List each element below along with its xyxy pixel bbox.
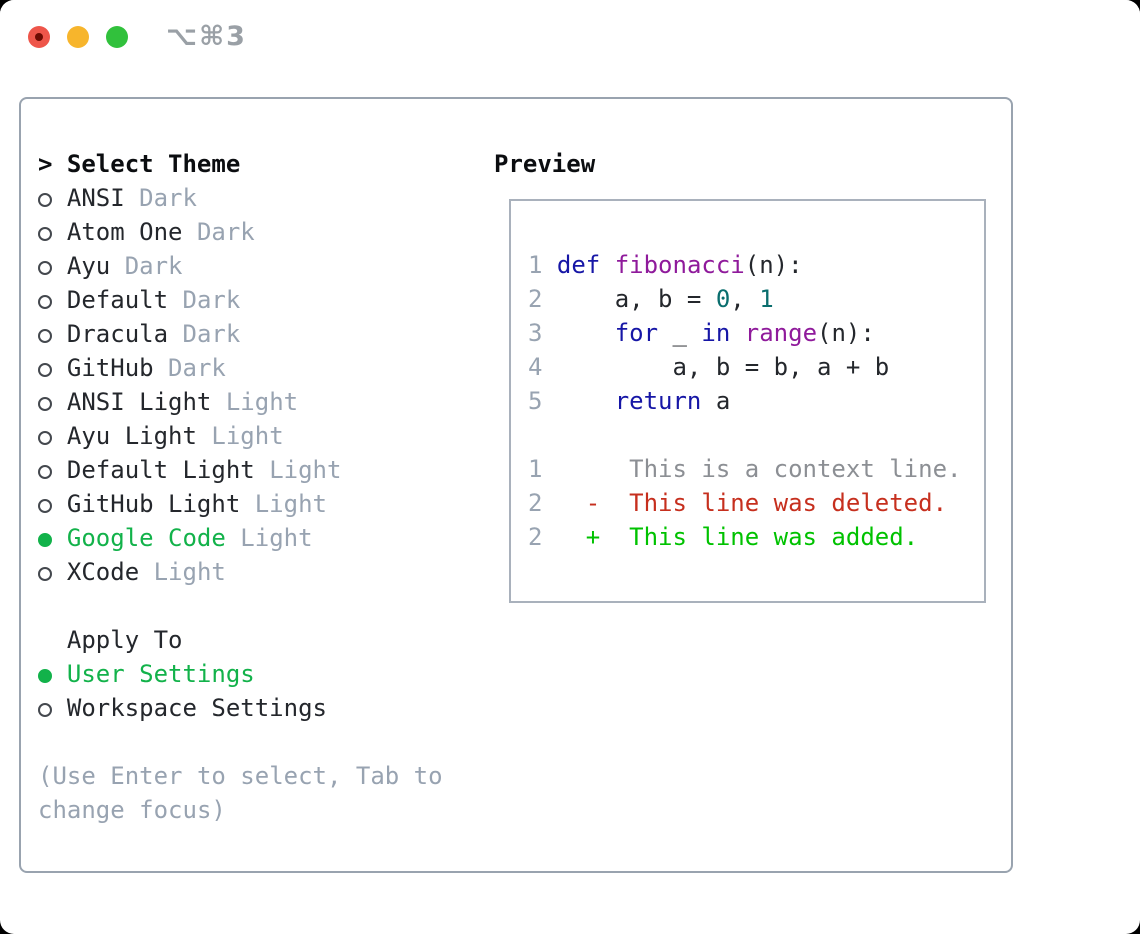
diff-line: 1 This is a context line. — [528, 452, 968, 486]
theme-name: ANSI Light — [66, 388, 212, 416]
radio-icon — [38, 385, 67, 419]
theme-item[interactable]: Dracula Dark — [38, 317, 494, 351]
code-line: 5 return a — [528, 384, 968, 418]
theme-item[interactable]: ANSI Dark — [38, 181, 494, 215]
theme-name: Default Light — [66, 456, 255, 484]
theme-variant: Dark — [182, 320, 241, 348]
theme-variant: Light — [269, 456, 342, 484]
theme-name: Ayu — [66, 252, 111, 280]
radio-icon — [38, 215, 67, 249]
theme-variant: Dark — [182, 286, 241, 314]
radio-icon — [38, 249, 67, 283]
help-text: (Use Enter to select, Tab to change focus… — [38, 759, 494, 827]
line-number: 5 — [528, 387, 543, 415]
diff-text: + This line was added. — [556, 523, 919, 551]
radio-icon — [38, 691, 67, 725]
theme-item[interactable]: Google Code Light — [38, 521, 494, 555]
radio-selected-icon — [38, 657, 67, 691]
theme-variant: Light — [225, 388, 299, 416]
apply-option[interactable]: Workspace Settings — [38, 691, 494, 725]
theme-item[interactable]: ANSI Light Light — [38, 385, 494, 419]
minimize-button[interactable] — [67, 26, 89, 48]
apply-option[interactable]: User Settings — [38, 657, 494, 691]
window-title: ⌥⌘3 — [166, 21, 247, 52]
line-number: 4 — [528, 353, 543, 381]
theme-name: Atom One — [66, 218, 183, 246]
code-line: 3 for _ in range(n): — [528, 316, 968, 350]
theme-variant: Light — [240, 524, 313, 552]
theme-item[interactable]: Ayu Dark — [38, 249, 494, 283]
theme-name: Default — [66, 286, 169, 314]
select-theme-label: Select Theme — [66, 150, 241, 178]
line-number: 2 — [528, 489, 543, 517]
theme-name: GitHub Light — [66, 490, 241, 518]
apply-to-header: Apply To — [38, 623, 494, 657]
help-line: (Use Enter to select, Tab to — [38, 762, 443, 790]
radio-icon — [38, 317, 67, 351]
apply-option-label: Workspace Settings — [66, 694, 327, 722]
titlebar: ⌥⌘3 — [0, 0, 1140, 97]
theme-name: ANSI — [66, 184, 125, 212]
close-dot-icon — [35, 33, 43, 41]
theme-variant: Light — [254, 490, 327, 518]
diff-line: 2 + This line was added. — [528, 520, 968, 554]
theme-name: Ayu Light — [66, 422, 197, 450]
radio-icon — [38, 487, 67, 521]
diff-preview: 1 This is a context line.2 - This line w… — [528, 452, 968, 554]
theme-item[interactable]: GitHub Dark — [38, 351, 494, 385]
apply-option-label: User Settings — [66, 660, 255, 688]
apply-to-label: Apply To — [66, 626, 183, 654]
radio-selected-icon — [38, 521, 67, 555]
theme-variant: Light — [211, 422, 284, 450]
line-number: 2 — [528, 523, 543, 551]
theme-item[interactable]: GitHub Light Light — [38, 487, 494, 521]
preview-header: Preview — [494, 150, 596, 178]
radio-icon — [38, 283, 67, 317]
theme-variant: Dark — [124, 252, 183, 280]
line-number: 2 — [528, 285, 543, 313]
theme-item[interactable]: Default Light Light — [38, 453, 494, 487]
radio-icon — [38, 419, 67, 453]
radio-icon — [38, 351, 67, 385]
theme-item[interactable]: Default Dark — [38, 283, 494, 317]
focus-caret-icon: > — [38, 150, 53, 178]
radio-icon — [38, 453, 67, 487]
close-button[interactable] — [28, 26, 50, 48]
theme-variant: Dark — [139, 184, 197, 212]
radio-icon — [38, 555, 67, 589]
theme-item[interactable]: Atom One Dark — [38, 215, 494, 249]
code-line: 4 a, b = b, a + b — [528, 350, 968, 384]
help-line: change focus) — [38, 796, 226, 824]
line-number: 1 — [528, 455, 543, 483]
line-number: 1 — [528, 251, 543, 279]
theme-name: GitHub — [66, 354, 154, 382]
zoom-button[interactable] — [106, 26, 128, 48]
theme-item[interactable]: Ayu Light Light — [38, 419, 494, 453]
diff-line: 2 - This line was deleted. — [528, 486, 968, 520]
diff-text: - This line was deleted. — [556, 489, 948, 517]
theme-item[interactable]: XCode Light — [38, 555, 494, 589]
select-theme-header: > Select Theme — [38, 147, 494, 181]
theme-variant: Dark — [168, 354, 226, 382]
theme-variant: Light — [153, 558, 226, 586]
code-line: 2 a, b = 0, 1 — [528, 282, 968, 316]
diff-text: This is a context line. — [556, 455, 962, 483]
theme-name: Google Code — [66, 524, 226, 552]
theme-variant: Dark — [196, 218, 255, 246]
radio-icon — [38, 181, 67, 215]
theme-name: Dracula — [66, 320, 169, 348]
line-number: 3 — [528, 319, 543, 347]
theme-name: XCode — [66, 558, 140, 586]
